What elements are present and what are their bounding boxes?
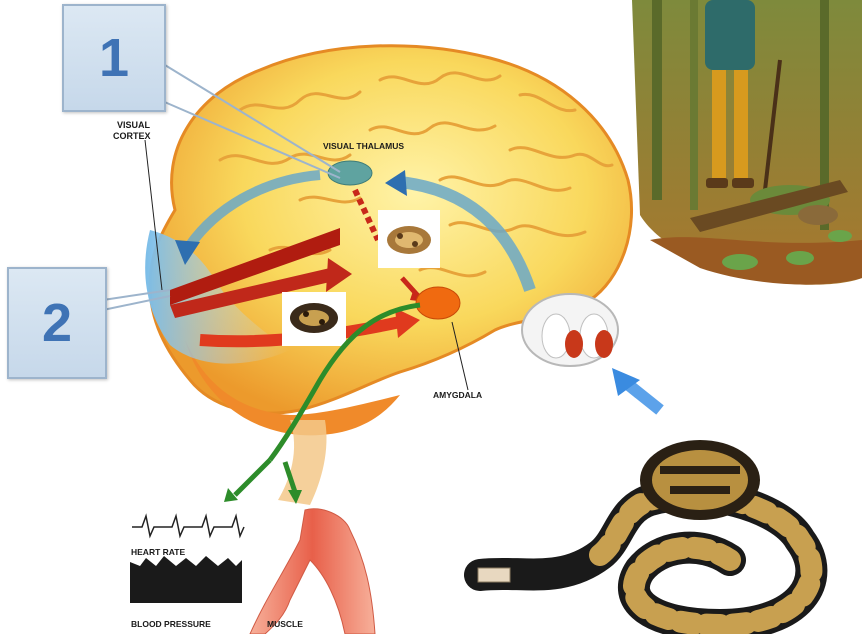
snake-thumbnail-thalamus (378, 210, 440, 268)
visual-cortex-label-line2: CORTEX (113, 131, 151, 141)
amygdala-label: AMYGDALA (433, 390, 482, 400)
callout-1: 1 (62, 4, 166, 112)
heart-rate-label: HEART RATE (131, 547, 185, 557)
blood-pressure-label: BLOOD PRESSURE (131, 619, 211, 629)
visual-thalamus-structure (328, 161, 372, 185)
blood-pressure-trace (130, 556, 242, 603)
eye (522, 294, 618, 366)
muscle (250, 509, 375, 634)
snake-thumbnail-cortex (282, 292, 346, 346)
visual-cortex-label-line1: VISUAL (117, 120, 151, 130)
visual-thalamus-label: VISUAL THALAMUS (323, 141, 404, 151)
amygdala-structure (416, 287, 460, 319)
heart-rate-trace (132, 516, 244, 536)
rattlesnake (478, 440, 811, 625)
muscle-label: MUSCLE (267, 619, 303, 629)
callout-2: 2 (7, 267, 107, 379)
forest-scene (632, 0, 862, 285)
